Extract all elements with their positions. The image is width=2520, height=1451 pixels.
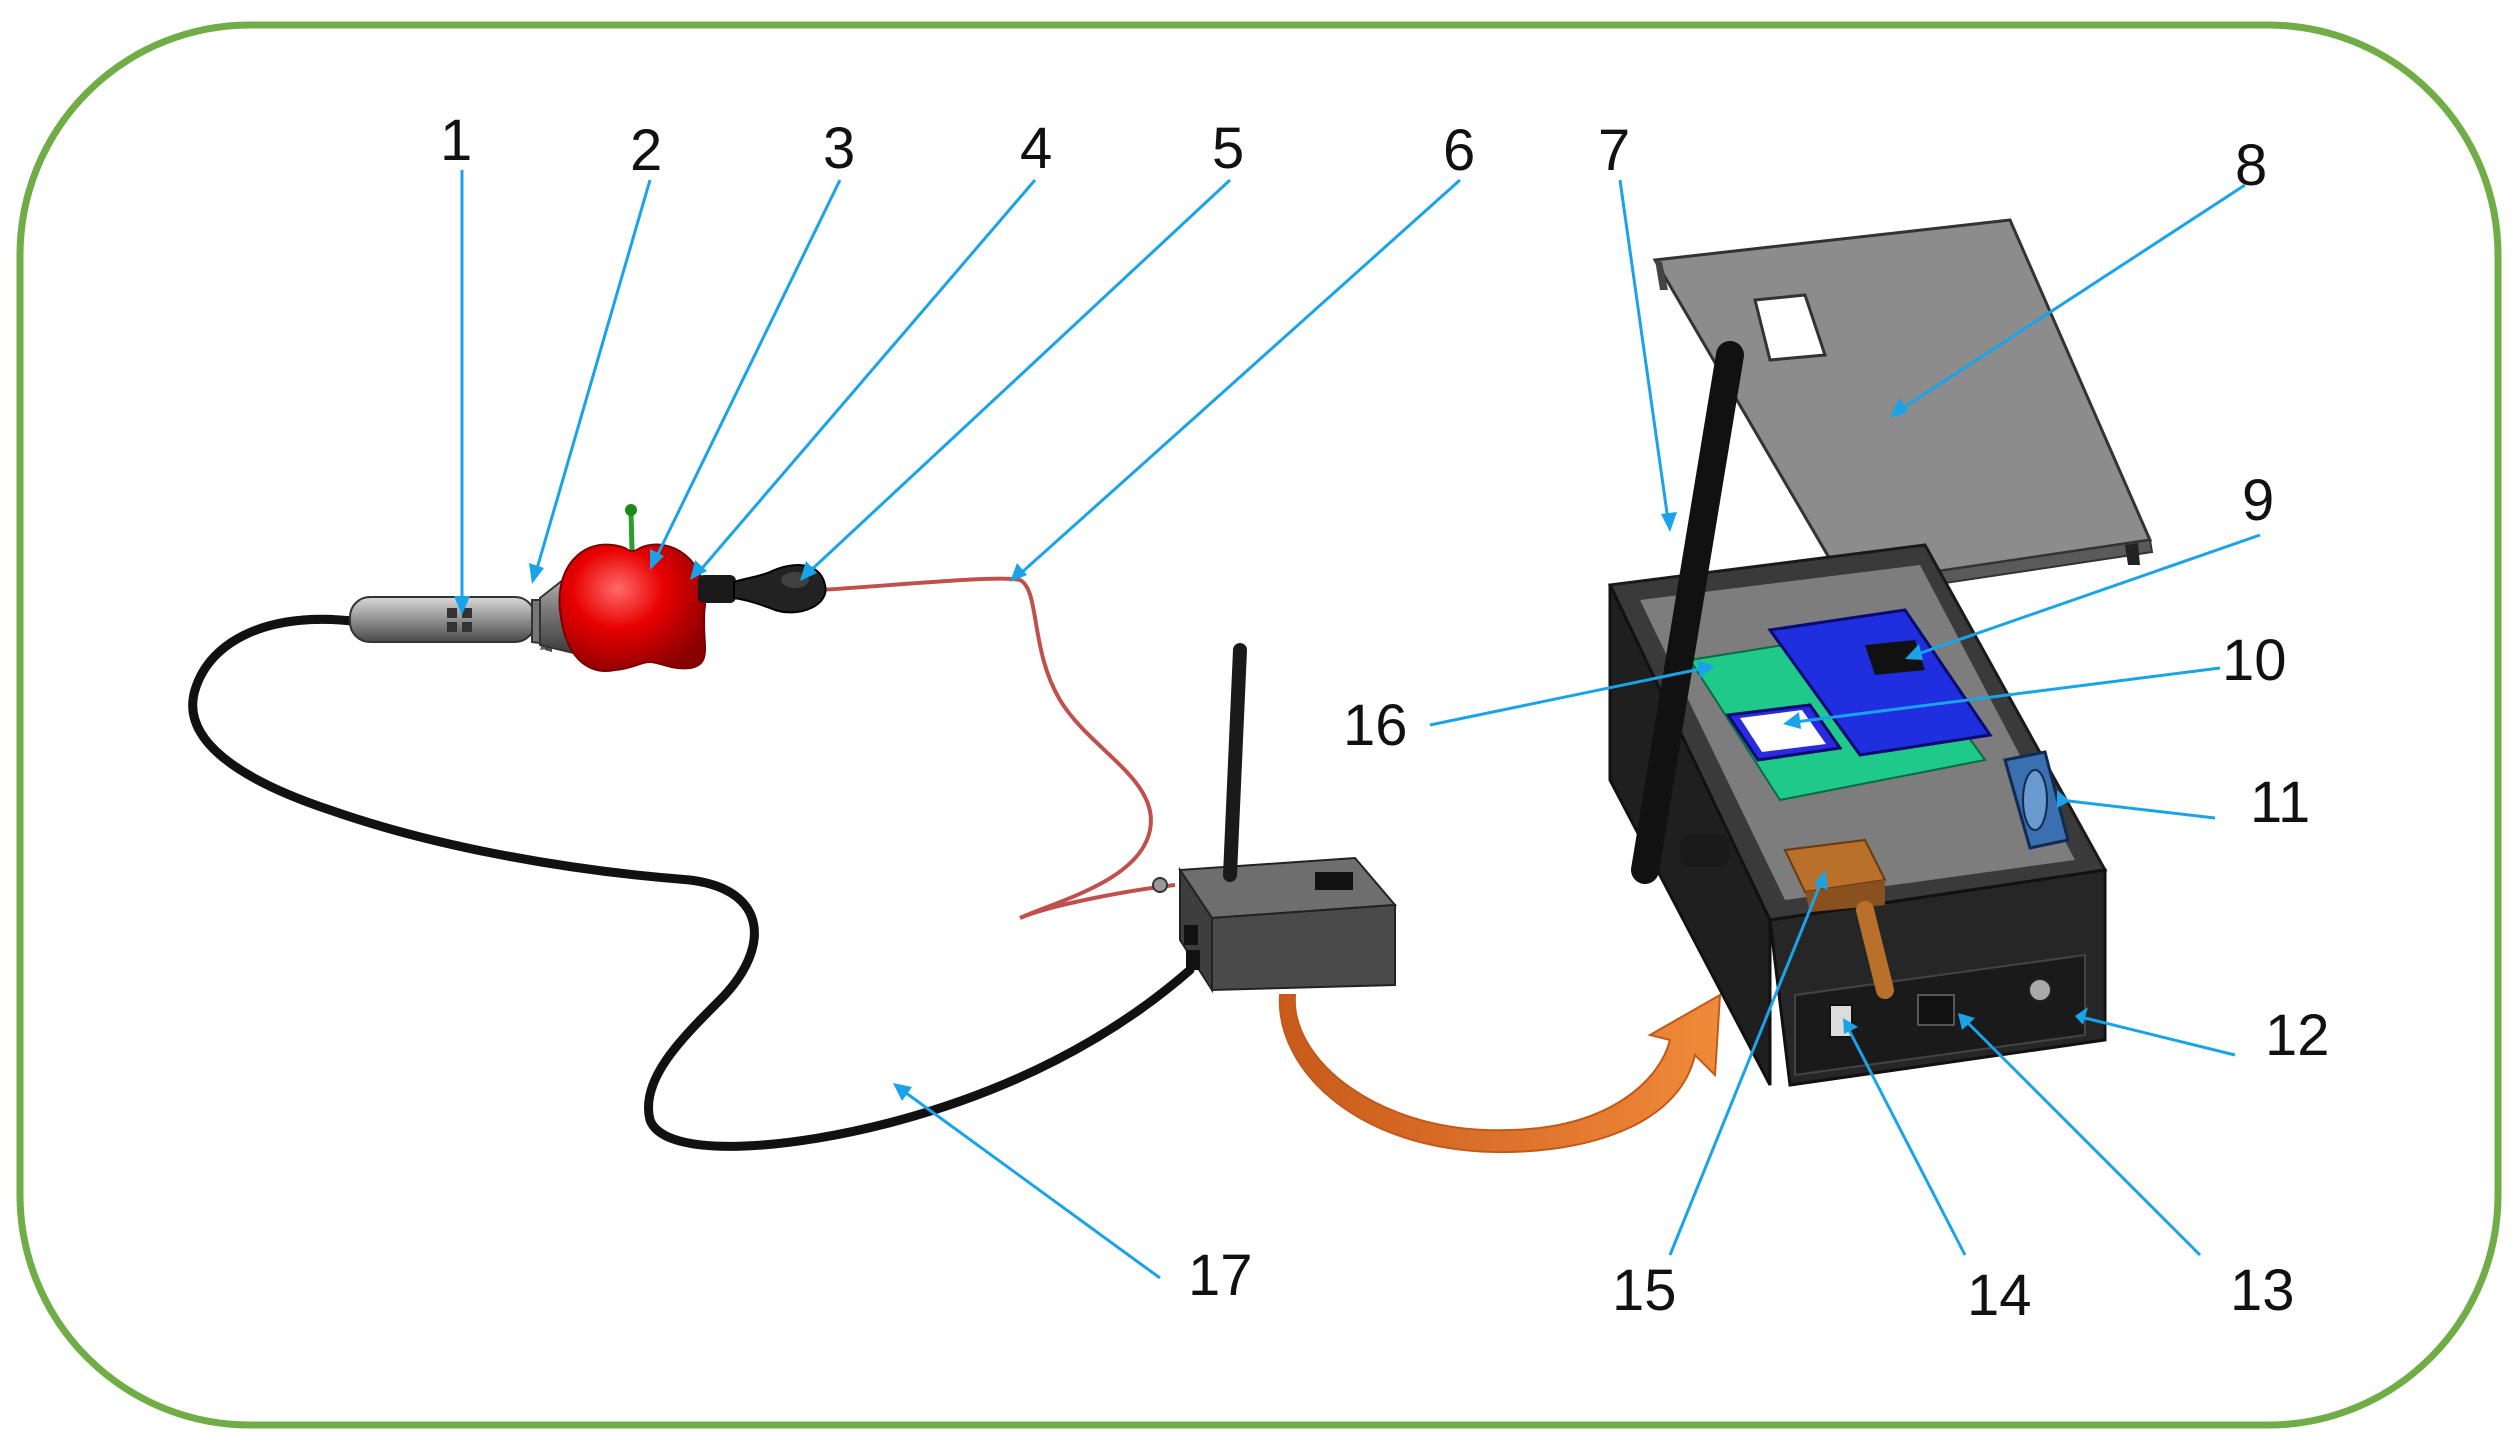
probe-handle bbox=[349, 596, 536, 643]
black-cable bbox=[188, 614, 1195, 1151]
label-9: 9 bbox=[2242, 468, 2274, 533]
label-10: 10 bbox=[2222, 628, 2287, 693]
label-1: 1 bbox=[440, 108, 472, 173]
label-4: 4 bbox=[1020, 116, 1052, 181]
label-7: 7 bbox=[1598, 118, 1630, 183]
label-5: 5 bbox=[1212, 116, 1244, 181]
label-8: 8 bbox=[2235, 133, 2267, 198]
label-12: 12 bbox=[2265, 1003, 2330, 1068]
label-6: 6 bbox=[1443, 118, 1475, 183]
label-3: 3 bbox=[823, 116, 855, 181]
control-box bbox=[1607, 341, 2108, 1087]
label-16: 16 bbox=[1343, 693, 1408, 758]
leader-arrowheads bbox=[454, 398, 2088, 1101]
frame-border bbox=[16, 21, 2502, 1429]
label-11: 11 bbox=[2250, 770, 2310, 835]
leader-lines bbox=[460, 170, 2261, 1280]
label-17: 17 bbox=[1188, 1243, 1253, 1308]
label-14: 14 bbox=[1967, 1263, 2032, 1328]
number-labels: 1 2 3 4 5 6 7 8 9 10 11 12 13 14 15 16 1… bbox=[440, 108, 2330, 1328]
label-13: 13 bbox=[2230, 1258, 2295, 1323]
transition-arrow bbox=[1278, 993, 1722, 1154]
label-2: 2 bbox=[630, 118, 662, 183]
red-wire bbox=[819, 576, 1176, 920]
receiver-box bbox=[1152, 643, 1398, 994]
label-15: 15 bbox=[1612, 1258, 1677, 1323]
